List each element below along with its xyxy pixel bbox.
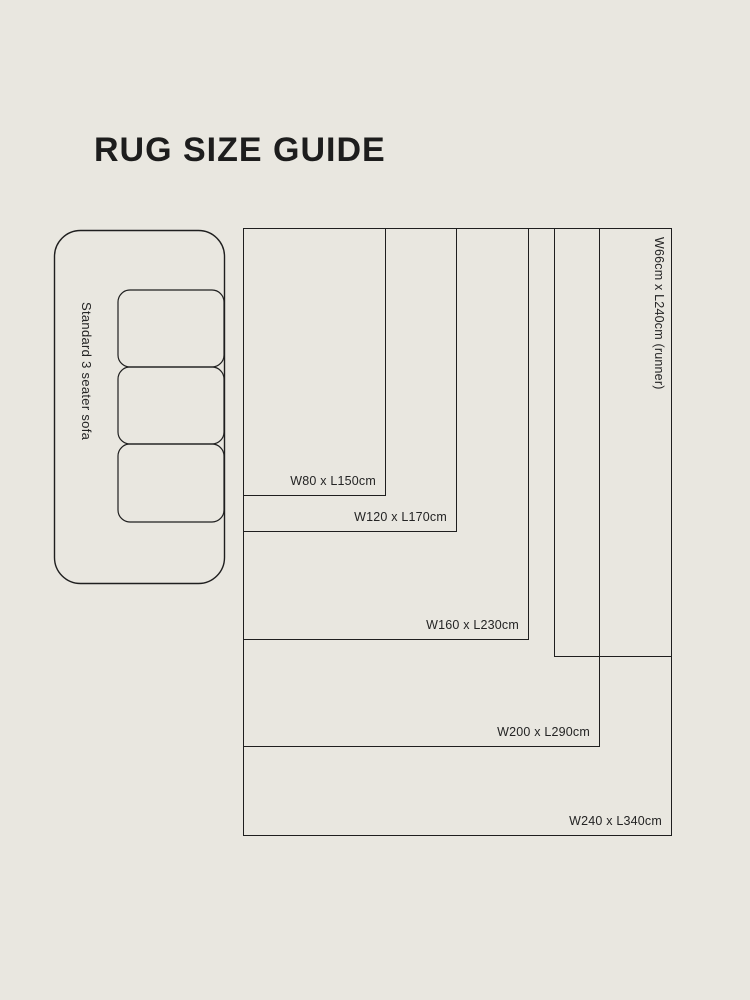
rug-rect-w80-l150: W80 x L150cm [243, 228, 386, 496]
sofa-label: Standard 3 seater sofa [79, 302, 94, 441]
sofa-cushion [117, 289, 225, 368]
sofa-cushion [117, 366, 225, 445]
sofa-outline-icon [53, 229, 226, 585]
sofa-diagram: Standard 3 seater sofa [52, 228, 228, 586]
rug-label-w160-l230: W160 x L230cm [426, 618, 519, 632]
sofa-cushion [117, 443, 225, 523]
rug-label-w240-l340: W240 x L340cm [569, 814, 662, 828]
runner-label: W66cm x L240cm (runner) [652, 237, 666, 390]
runner-rect-w66-l240: W66cm x L240cm (runner) [554, 228, 672, 657]
rug-label-w200-l290: W200 x L290cm [497, 725, 590, 739]
rug-label-w80-l150: W80 x L150cm [290, 474, 376, 488]
rug-label-w120-l170: W120 x L170cm [354, 510, 447, 524]
page-title: RUG SIZE GUIDE [94, 131, 386, 169]
